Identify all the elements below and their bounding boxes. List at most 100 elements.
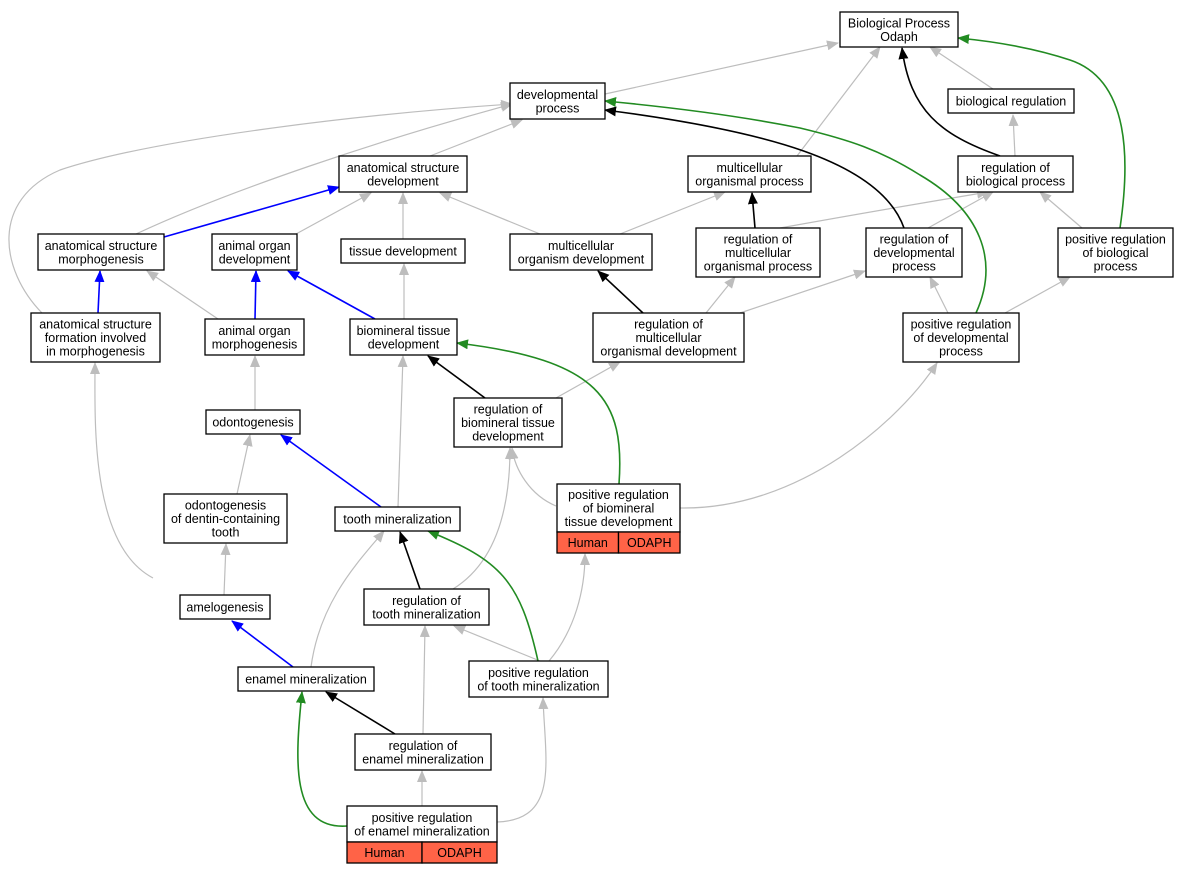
is-a-edge [705,276,736,314]
node-label-line: in morphogenesis [46,345,145,359]
node-box [509,82,606,120]
node-label-line: of enamel mineralization [354,824,490,838]
node-label-line: development [367,174,439,188]
is-a-edge [1039,191,1083,229]
node-box [865,227,963,278]
go-term-node-odonto[interactable]: odontogenesis [205,409,301,435]
node-box [334,506,461,532]
go-term-node-toothmin[interactable]: tooth mineralization [334,506,461,532]
node-box [839,11,959,48]
regulates-edge [898,47,1001,157]
node-label-line: of tooth mineralization [477,679,599,693]
node-label-line: regulation of [392,594,461,608]
regulates-edge [747,192,758,229]
regulates-edge [604,106,905,229]
node-label-line: developmental [873,246,954,260]
is-a-edge [8,99,513,314]
node-box [1057,227,1174,278]
node-label-line: multicellular [717,161,783,175]
is-a-edge [1004,276,1071,314]
go-term-node-tisdev[interactable]: tissue development [340,238,466,264]
is-a-edge [929,276,949,314]
node-label-line: tissue development [565,515,673,529]
node-label-line: process [1094,260,1138,274]
regulates-edge [325,691,396,735]
go-term-node-bioreg[interactable]: biological regulation [947,88,1075,114]
node-box [338,155,468,193]
node-label-line: positive regulation [568,488,669,502]
part-of-edge [94,270,105,314]
positively-regulates-edge [295,691,348,827]
node-label-line: of developmental [913,331,1008,345]
annotation-label: Human [364,846,404,860]
node-box [205,409,301,435]
node-label-line: regulation of [389,739,458,753]
annotation-label: ODAPH [627,536,671,550]
is-a-edge [397,355,408,508]
node-label-line: regulation of [724,233,793,247]
is-a-edge [548,553,590,662]
node-box [237,666,375,692]
node-label-line: multicellular [725,246,791,260]
node-box [163,493,288,544]
is-a-edge [419,625,430,735]
node-box [37,233,165,271]
node-box [30,312,161,363]
is-a-edge [679,362,938,509]
node-label-line: positive regulation [1065,233,1166,247]
is-a-edge [236,434,253,495]
is-a-edge [453,625,541,662]
go-term-node-amelo[interactable]: amelogenesis [179,594,271,620]
node-label-line: development [368,337,440,351]
node-label-line: of biomineral [583,502,655,516]
node-label-line: animal organ [218,239,290,253]
node-box [509,233,653,271]
node-label-line: anatomical structure [45,239,158,253]
is-a-edge [927,191,994,229]
regulates-edge [398,531,421,590]
annotation-label: Human [568,536,608,550]
node-label-line: of dentin-containing [171,512,280,526]
node-label-line: biomineral tissue [461,416,555,430]
node-box [695,227,821,278]
is-a-edge [619,191,726,235]
node-box [902,312,1020,363]
is-a-edge [1008,114,1019,157]
annotation-cell [421,841,498,864]
is-a-edge [146,270,219,320]
node-label-line: anatomical structure [39,318,152,332]
node-label-line: odontogenesis [185,499,266,513]
node-label-line: multicellular [548,239,614,253]
node-label-line: regulation of [880,233,949,247]
node-label-line: positive regulation [488,666,589,680]
is-a-edge [220,543,231,596]
regulates-edge [427,355,486,399]
node-label-line: regulation of [474,403,543,417]
go-term-node-enamelmin[interactable]: enamel mineralization [237,666,375,692]
node-box [957,155,1074,193]
node-box [349,318,458,356]
